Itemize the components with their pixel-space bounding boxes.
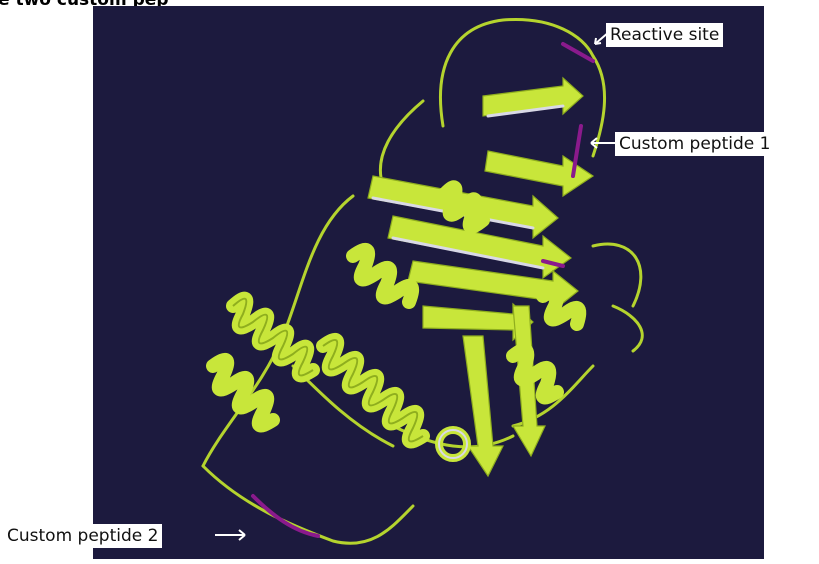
- label-custom-peptide-2: Custom peptide 2: [3, 524, 162, 548]
- label-reactive-site: Reactive site: [606, 23, 723, 47]
- arrow-custom-peptide-2-icon: [214, 528, 248, 542]
- arrow-custom-peptide-1-icon: [588, 136, 616, 150]
- label-custom-peptide-1: Custom peptide 1: [615, 132, 774, 156]
- protein-structure-render: [93, 6, 764, 559]
- arrow-reactive-site-icon: [591, 30, 611, 50]
- protein-ribbon-diagram: [93, 6, 764, 559]
